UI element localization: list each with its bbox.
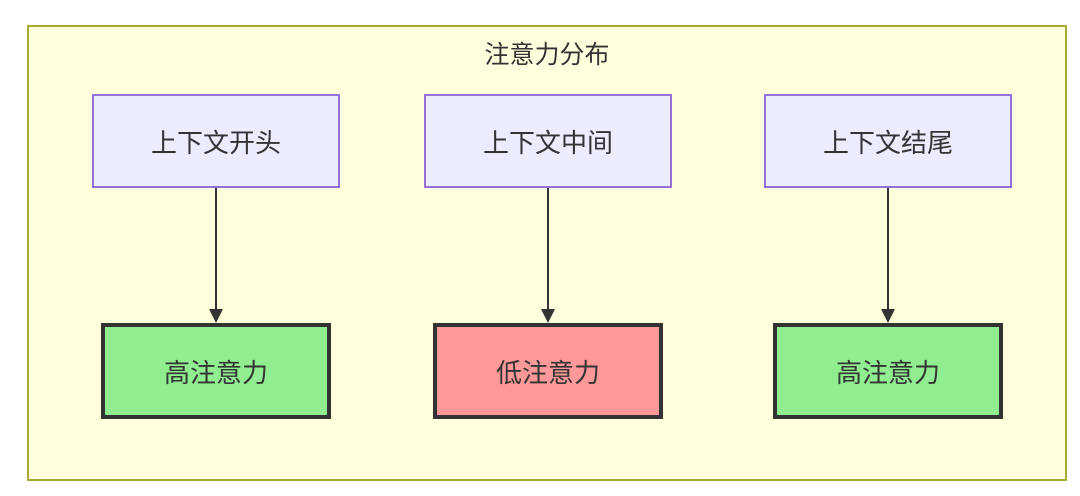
- arrow-down-icon: [209, 188, 223, 323]
- node-context-end: 上下文结尾: [764, 94, 1012, 188]
- node-high-attention-left: 高注意力: [101, 323, 331, 419]
- arrow-down-icon: [881, 188, 895, 323]
- diagram-title: 注意力分布: [484, 41, 610, 69]
- node-high-attention-right: 高注意力: [773, 323, 1003, 419]
- node-low-attention-middle: 低注意力: [433, 323, 663, 419]
- arrow-down-icon: [541, 188, 555, 323]
- node-context-beginning: 上下文开头: [92, 94, 340, 188]
- attention-distribution-frame: 注意力分布 上下文开头 上下文中间 上下文结尾 高注意力 低注意力 高注意力: [27, 25, 1067, 481]
- node-context-middle: 上下文中间: [424, 94, 672, 188]
